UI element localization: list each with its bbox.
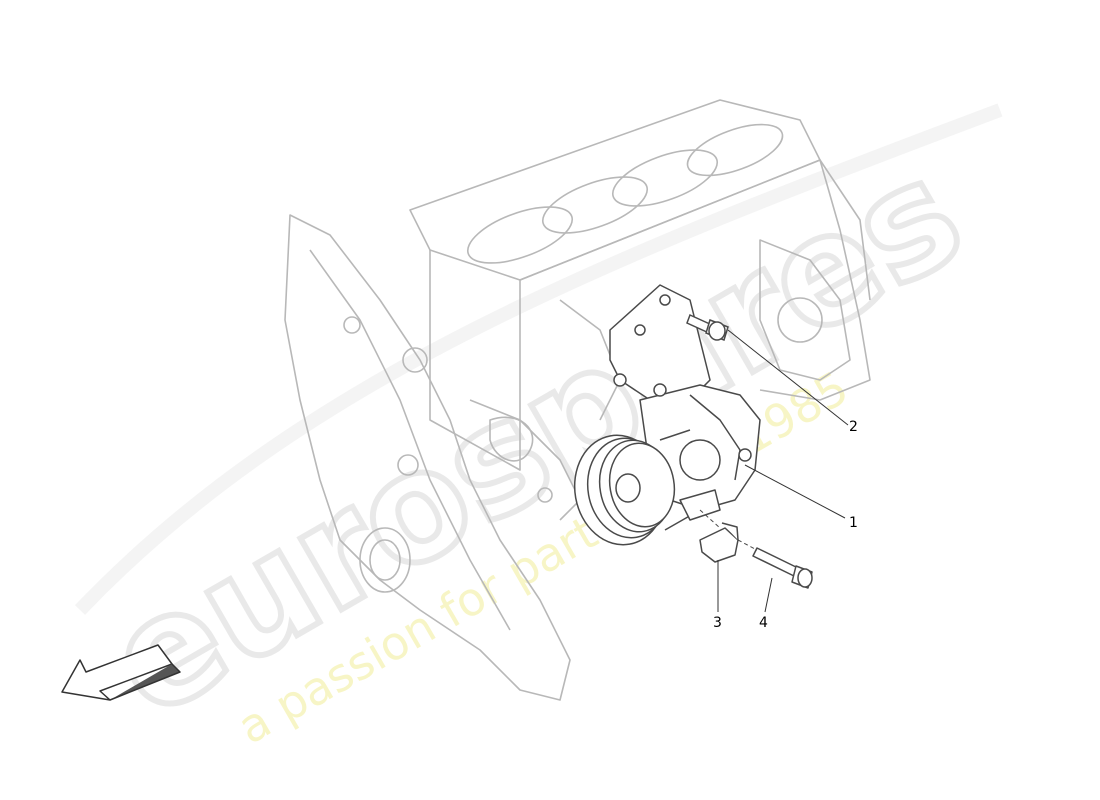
bolt-part-4 <box>752 547 813 589</box>
callout-4: 4 <box>759 615 768 631</box>
front-direction-arrow-icon <box>61 644 181 701</box>
bolt-part-2 <box>686 313 729 341</box>
seal-part-3 <box>699 522 739 563</box>
callout-1: 1 <box>849 515 858 531</box>
svg-text:eurospares: eurospares <box>81 126 989 751</box>
engine-block <box>284 99 871 701</box>
callout-2: 2 <box>849 419 858 435</box>
callout-3: 3 <box>713 615 722 631</box>
water-pump <box>573 284 761 546</box>
assembly-guides <box>699 509 758 551</box>
watermark-logo: eurospares a passion for parts since 198… <box>74 103 1003 755</box>
leader-lines <box>717 329 849 613</box>
